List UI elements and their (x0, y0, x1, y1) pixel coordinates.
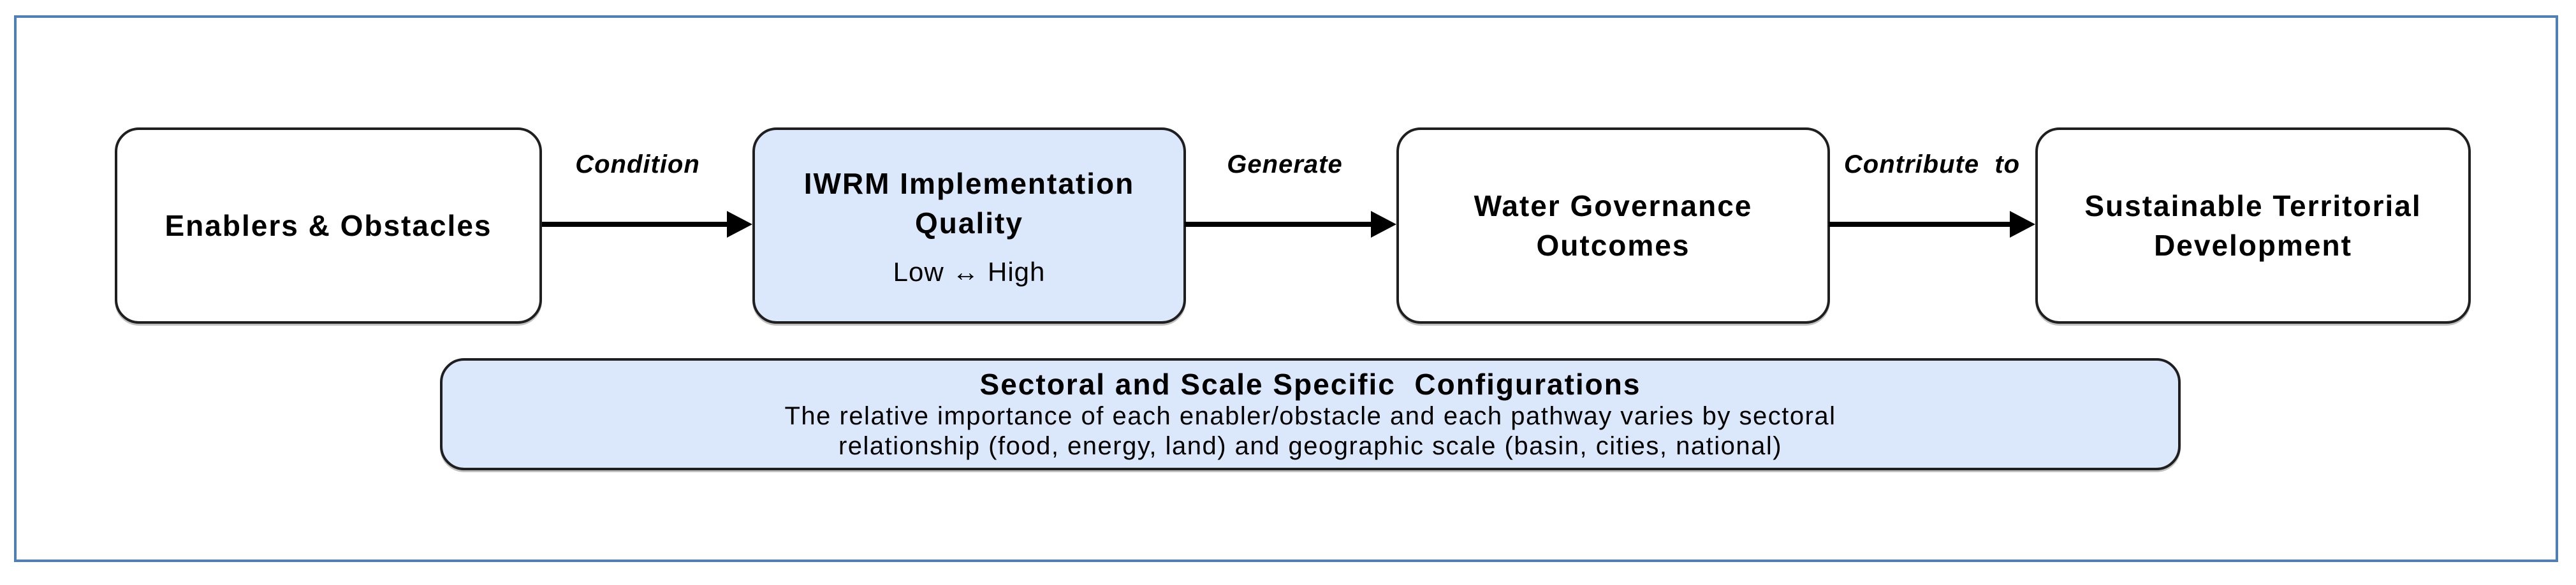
config-box-line1: The relative importance of each enabler/… (784, 402, 1836, 430)
box-iwrm-label: IWRM Implementation Quality (803, 167, 1135, 240)
arrow-condition-head-icon (727, 211, 752, 238)
arrow-contribute-line (1829, 222, 2011, 227)
box-water-governance-label: Water Governance Outcomes (1474, 189, 1753, 262)
arrow-contribute-label: Contribute to (1843, 150, 2021, 178)
box-water-governance-outcomes: Water Governance Outcomes (1396, 127, 1830, 324)
config-box: Sectoral and Scale Specific Configuratio… (440, 358, 2181, 470)
box-enablers-obstacles: Enablers & Obstacles (115, 127, 542, 324)
box-sustainable-territorial-development: Sustainable Territorial Development (2035, 127, 2471, 324)
box-enablers-obstacles-label: Enablers & Obstacles (165, 209, 492, 242)
box-iwrm-subtitle: Low ↔ High (893, 257, 1046, 287)
config-box-title: Sectoral and Scale Specific Configuratio… (979, 368, 1641, 401)
arrow-generate-label: Generate (1227, 150, 1343, 178)
arrow-condition-label: Condition (575, 150, 700, 178)
config-box-line2: relationship (food, energy, land) and ge… (838, 432, 1783, 460)
arrow-contribute-head-icon (2010, 211, 2035, 238)
box-iwrm-implementation-quality: IWRM Implementation Quality Low ↔ High (752, 127, 1186, 324)
arrow-condition-line (542, 222, 728, 227)
arrow-generate-line (1185, 222, 1372, 227)
arrow-generate-head-icon (1371, 211, 1396, 238)
box-sustainable-territorial-label: Sustainable Territorial Development (2084, 189, 2422, 262)
